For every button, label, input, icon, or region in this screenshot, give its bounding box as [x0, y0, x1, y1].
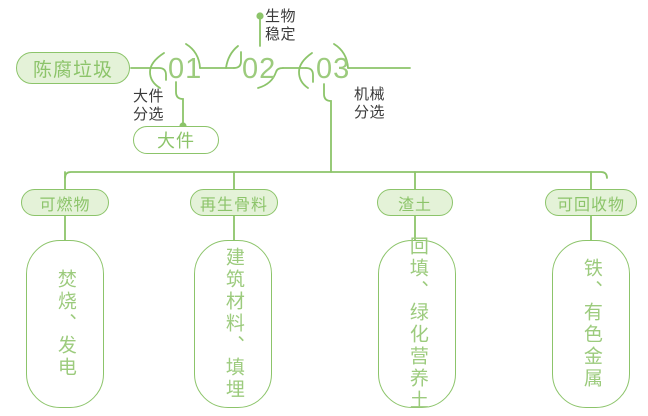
outcome-box-combustible[interactable]: 焚烧、发电 [26, 240, 104, 408]
wire-03-to-bus [323, 83, 332, 173]
category-capsule-slag-soil[interactable]: 渣土 [377, 189, 453, 216]
outcome-box-recyclable[interactable]: 铁、有色金属 [552, 240, 630, 408]
stage-annotation-03: 机械 分选 [354, 86, 386, 121]
arc-03-right [333, 43, 349, 69]
outcome-label-slag-soil: 回填、绿化营养土 [406, 236, 428, 412]
arc-01-left [149, 52, 165, 89]
outcome-box-recycled-aggregate[interactable]: 建筑材料、填埋 [194, 240, 272, 408]
wire-left-into-03 [305, 67, 314, 83]
wire-01-to-bulky [175, 81, 184, 126]
arc-01-right [185, 43, 201, 69]
outcome-label-combustible: 焚烧、发电 [54, 269, 76, 379]
source-node-capsule[interactable]: 陈腐垃圾 [16, 52, 130, 84]
stage-number-02: 02 [242, 53, 277, 85]
distribution-bus [64, 171, 608, 179]
stage-annotation-01: 大件 分选 [133, 88, 165, 123]
wire-source-to-01 [130, 67, 167, 81]
category-capsule-combustible[interactable]: 可燃物 [21, 189, 109, 216]
outcome-box-slag-soil[interactable]: 回填、绿化营养土 [378, 236, 456, 412]
output-node-bulky[interactable]: 大件 [133, 126, 219, 154]
outcome-label-recyclable: 铁、有色金属 [580, 258, 602, 390]
category-capsule-recycled-aggregate[interactable]: 再生骨料 [190, 189, 278, 216]
arc-02-left [225, 45, 239, 69]
stage-number-03: 03 [316, 53, 351, 85]
dot-bio [256, 12, 264, 20]
arc-03-left [298, 52, 313, 89]
category-capsule-recyclable[interactable]: 可回收物 [545, 189, 637, 216]
outcome-label-recycled-aggregate: 建筑材料、填埋 [222, 247, 244, 401]
wire-left-into-02 [233, 51, 242, 69]
stage-annotation-02: 生物 稳定 [265, 8, 297, 43]
arc-02-right [257, 67, 284, 89]
stage-number-01: 01 [168, 53, 203, 85]
